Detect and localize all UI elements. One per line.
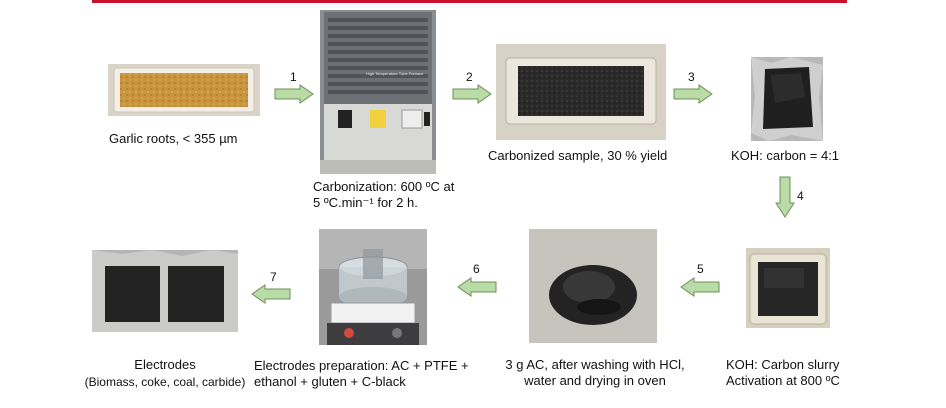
electrode-prep-label-line-1: Electrodes preparation: AC + PTFE + [254,358,469,373]
carbonized-sample-photo [496,44,666,140]
slurry-label-line-1: KOH: Carbon slurry [726,357,840,372]
carbonized-sample-label: Carbonized sample, 30 % yield [488,148,668,163]
top-rule [92,0,847,3]
step-number-4: 4 [797,189,804,203]
step-number-6: 6 [473,262,480,276]
step-arrow-7 [251,284,291,304]
garlic-roots-label: Garlic roots, < 355 µm [109,131,238,146]
step-arrow-1 [274,84,314,104]
carbonization-label-line-1: Carbonization: 600 ºC at [313,179,455,194]
step-arrow-5 [680,277,720,297]
activated-carbon-label-line-1: 3 g AC, after washing with HCl, [505,357,685,372]
step-arrow-2 [452,84,492,104]
electrodes-photo [92,250,238,332]
step-number-3: 3 [688,70,695,84]
koh-ratio-label: KOH: carbon = 4:1 [731,148,840,163]
activated-carbon-label-line-2: water and drying in oven [524,373,666,388]
step-number-5: 5 [697,262,704,276]
slurry-label-line-2: Activation at 800 ºC [726,373,840,388]
step-arrow-3 [673,84,713,104]
step-number-1: 1 [290,70,297,84]
step-arrow-4 [775,176,795,218]
step-arrow-6 [457,277,497,297]
step-number-2: 2 [466,70,473,84]
electrode-prep-label-line-2: ethanol + gluten + C-black [254,374,406,389]
electrode-preparation-photo [319,229,427,345]
step-number-7: 7 [270,270,277,284]
garlic-roots-photo [108,64,260,116]
activated-carbon-pile-photo [529,229,657,343]
tube-furnace-photo: High Temperature Tube Furnace [320,10,436,174]
furnace-brand-text: High Temperature Tube Furnace [366,71,424,76]
carbonization-label-line-2: 5 ºC.min⁻¹ for 2 h. [313,195,418,210]
koh-slurry-photo [746,248,830,328]
electrodes-label-line-1: Electrodes [134,357,196,372]
electrodes-label-line-2: (Biomass, coke, coal, carbide) [84,375,246,389]
koh-carbon-foil-photo [751,57,823,141]
